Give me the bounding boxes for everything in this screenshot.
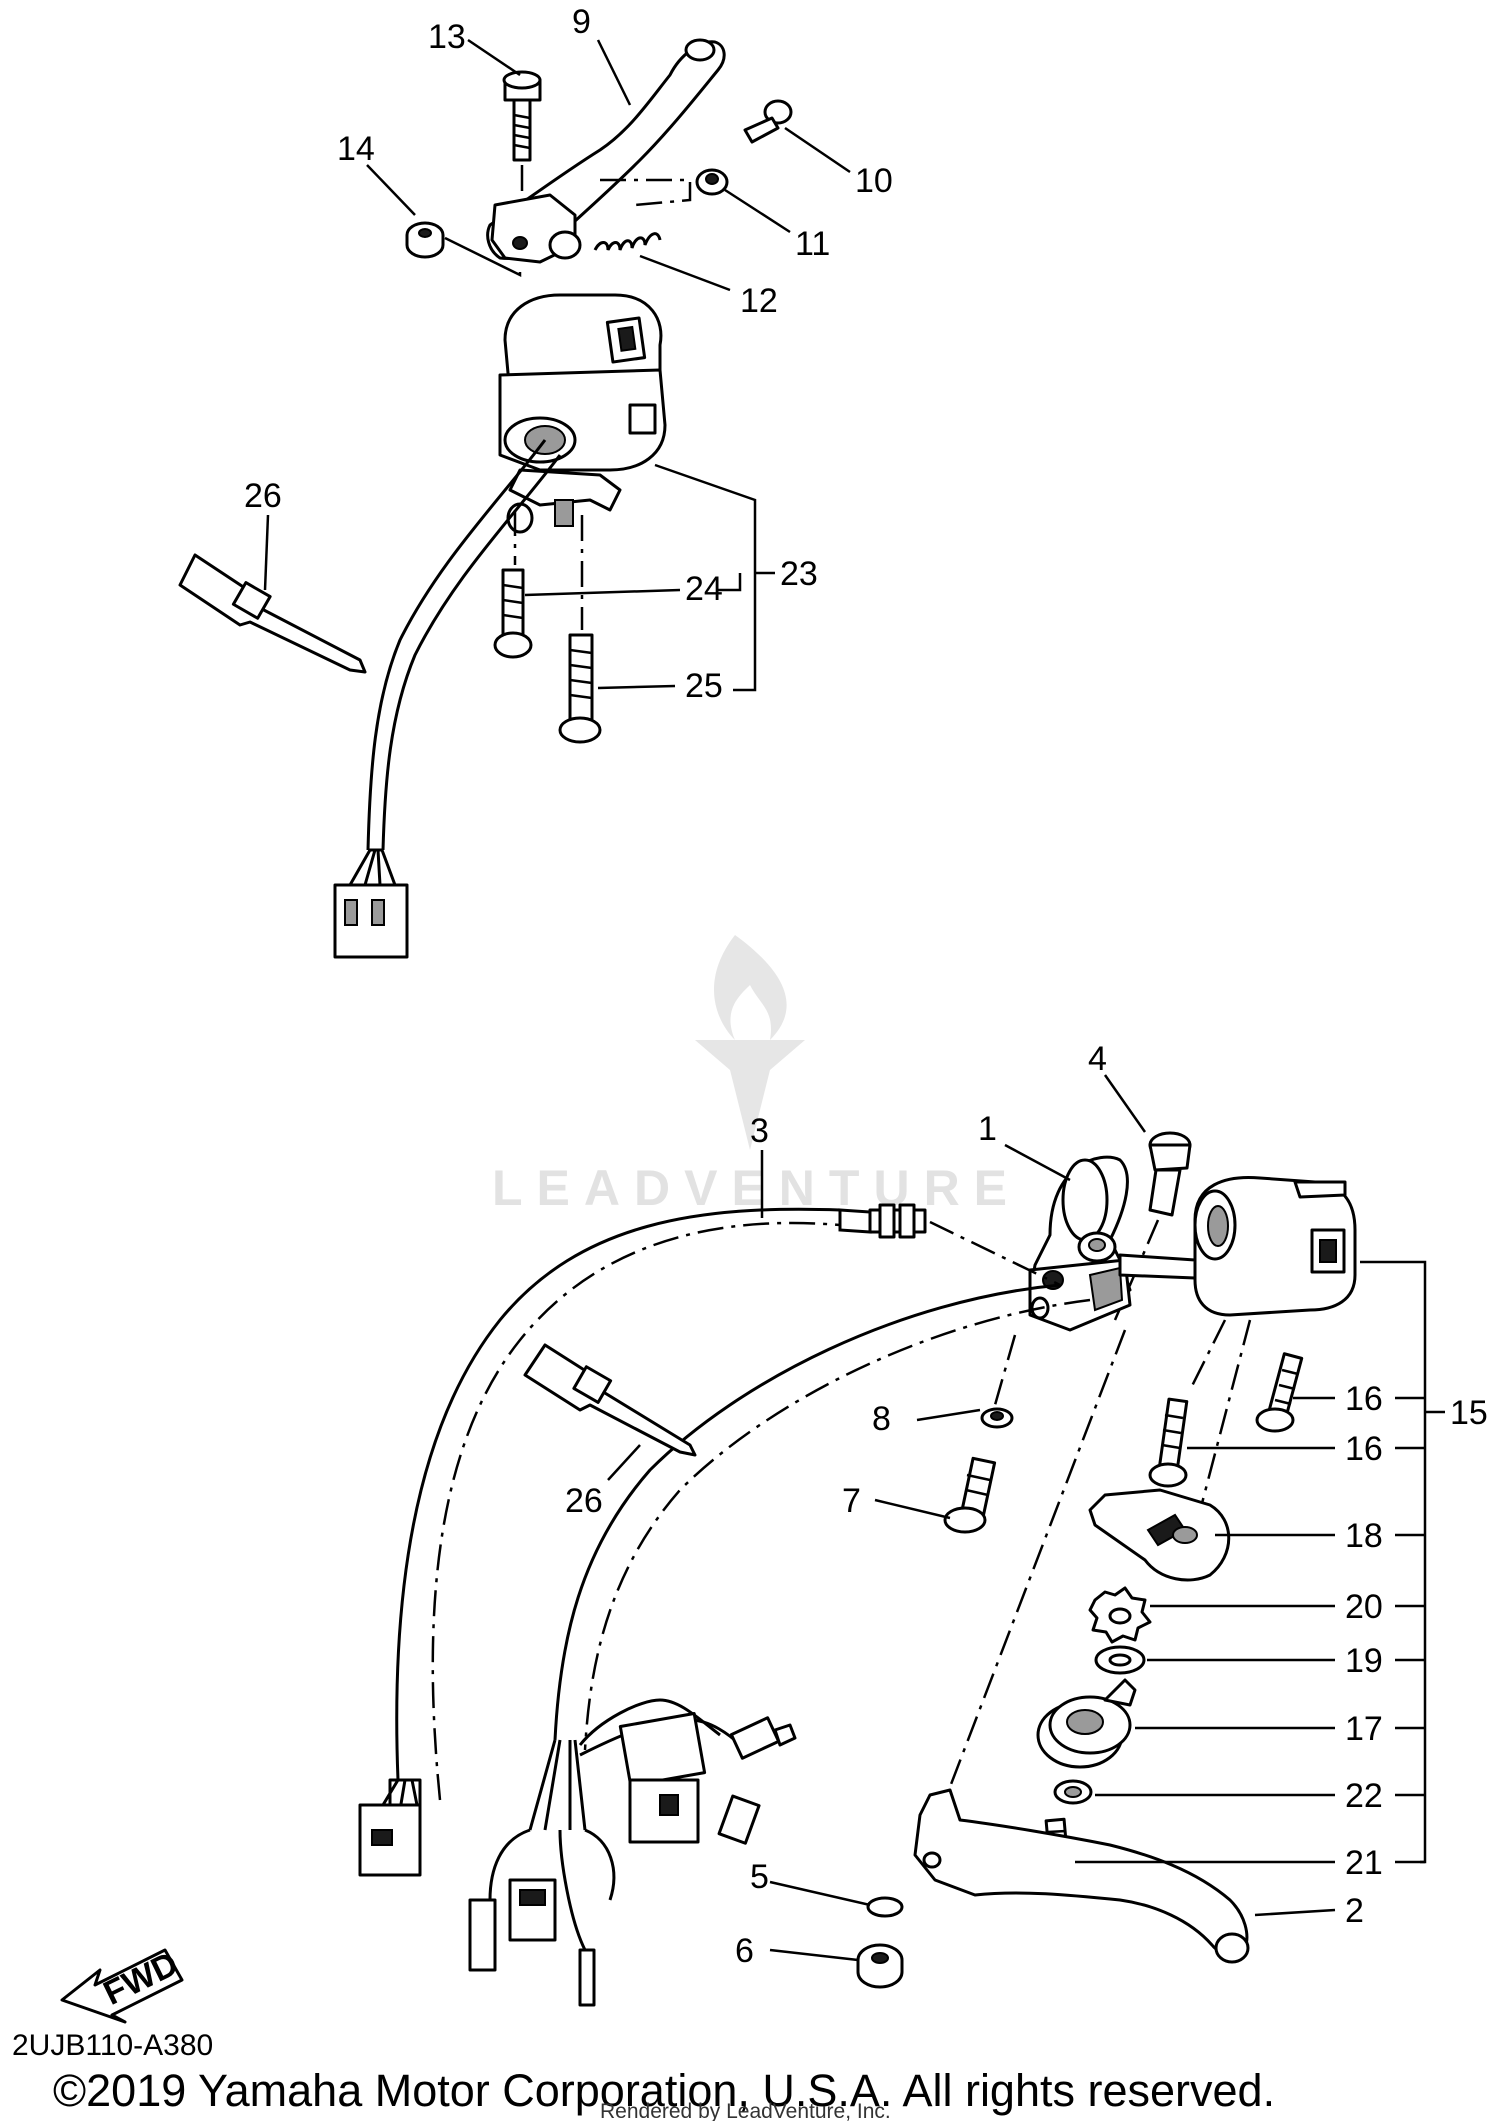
lower-wire-harness <box>358 1203 1091 2007</box>
pivot-bolt-part-13 <box>502 70 542 200</box>
bolt-part-10 <box>743 99 793 144</box>
washer-part-22 <box>1053 1779 1093 1805</box>
cable-tie-part-26-lower <box>523 1343 697 1457</box>
callout-16-a: 16 <box>1345 1380 1383 1418</box>
callout-18: 18 <box>1345 1517 1383 1555</box>
handlebar-switch-upper <box>498 293 667 534</box>
callout-10: 10 <box>855 162 893 200</box>
rendered-by-notice: Rendered by LeadVenture, Inc. <box>600 2100 891 2121</box>
spring-part-12 <box>593 232 662 251</box>
callout-16-b: 16 <box>1345 1430 1383 1468</box>
bolt-part-7 <box>943 1456 997 1534</box>
screw-part-24 <box>493 510 533 659</box>
washer-part-19 <box>1094 1645 1146 1675</box>
callout-8: 8 <box>872 1400 891 1438</box>
cover-part-18 <box>1088 1488 1231 1582</box>
fwd-direction-arrow: FWD <box>60 1945 184 2024</box>
screw-part-16b <box>1193 1319 1304 1531</box>
lever-bracket-part-1 <box>1028 1155 1132 1332</box>
callout-4: 4 <box>1088 1040 1107 1078</box>
upper-leader-lines <box>263 38 851 692</box>
callout-2: 2 <box>1345 1892 1364 1930</box>
callout-26-upper: 26 <box>244 477 282 515</box>
upper-wire-harness <box>333 439 562 959</box>
clutch-lever-part-9 <box>486 38 726 264</box>
adjuster-part-17 <box>1036 1678 1137 1769</box>
callout-13: 13 <box>428 18 466 56</box>
nut-part-14 <box>405 221 522 278</box>
callout-11: 11 <box>795 225 830 263</box>
watermark-text: LEADVENTURE <box>492 1160 1021 1216</box>
leadventure-watermark: LEADVENTURE <box>492 935 1021 1216</box>
washer-part-8 <box>980 1334 1017 1429</box>
lower-leader-lines <box>607 1074 1445 1962</box>
o-ring-part-5 <box>866 1896 904 1918</box>
nut-part-6 <box>856 1943 904 1989</box>
callout-17: 17 <box>1345 1710 1383 1748</box>
diagram-code: 2UJB110-A380 <box>12 2029 213 2062</box>
cable-tie-part-26-upper <box>178 553 367 674</box>
callout-1: 1 <box>978 1110 997 1148</box>
callout-labels: 13 9 10 11 12 14 26 23 24 25 4 1 3 26 8 … <box>244 3 1488 1970</box>
copyright-notice: ©2019 Yamaha Motor Corporation, U.S.A. A… <box>53 2065 1275 2116</box>
screw-part-25 <box>558 515 602 744</box>
callout-5: 5 <box>750 1858 769 1896</box>
handlebar-switch-lower <box>1118 1176 1357 1317</box>
fwd-label: FWD <box>98 1945 184 2013</box>
callout-23: 23 <box>780 555 818 593</box>
collar-part-11 <box>600 168 729 207</box>
screw-part-16a <box>1148 1319 1227 1488</box>
star-washer-part-20 <box>1088 1586 1152 1644</box>
callout-22: 22 <box>1345 1777 1383 1815</box>
callout-21: 21 <box>1345 1844 1383 1882</box>
callout-14: 14 <box>337 130 375 168</box>
callout-6: 6 <box>735 1932 754 1970</box>
callout-19: 19 <box>1345 1642 1383 1680</box>
callout-24: 24 <box>685 570 723 608</box>
callout-15: 15 <box>1450 1394 1488 1432</box>
callout-7: 7 <box>842 1482 861 1520</box>
brake-lever-part-2 <box>913 1329 1250 1964</box>
callout-3: 3 <box>750 1112 769 1150</box>
callout-25: 25 <box>685 667 723 705</box>
callout-20: 20 <box>1345 1588 1383 1626</box>
callout-9: 9 <box>572 3 591 41</box>
callout-12: 12 <box>740 282 778 320</box>
callout-26-lower: 26 <box>565 1482 603 1520</box>
